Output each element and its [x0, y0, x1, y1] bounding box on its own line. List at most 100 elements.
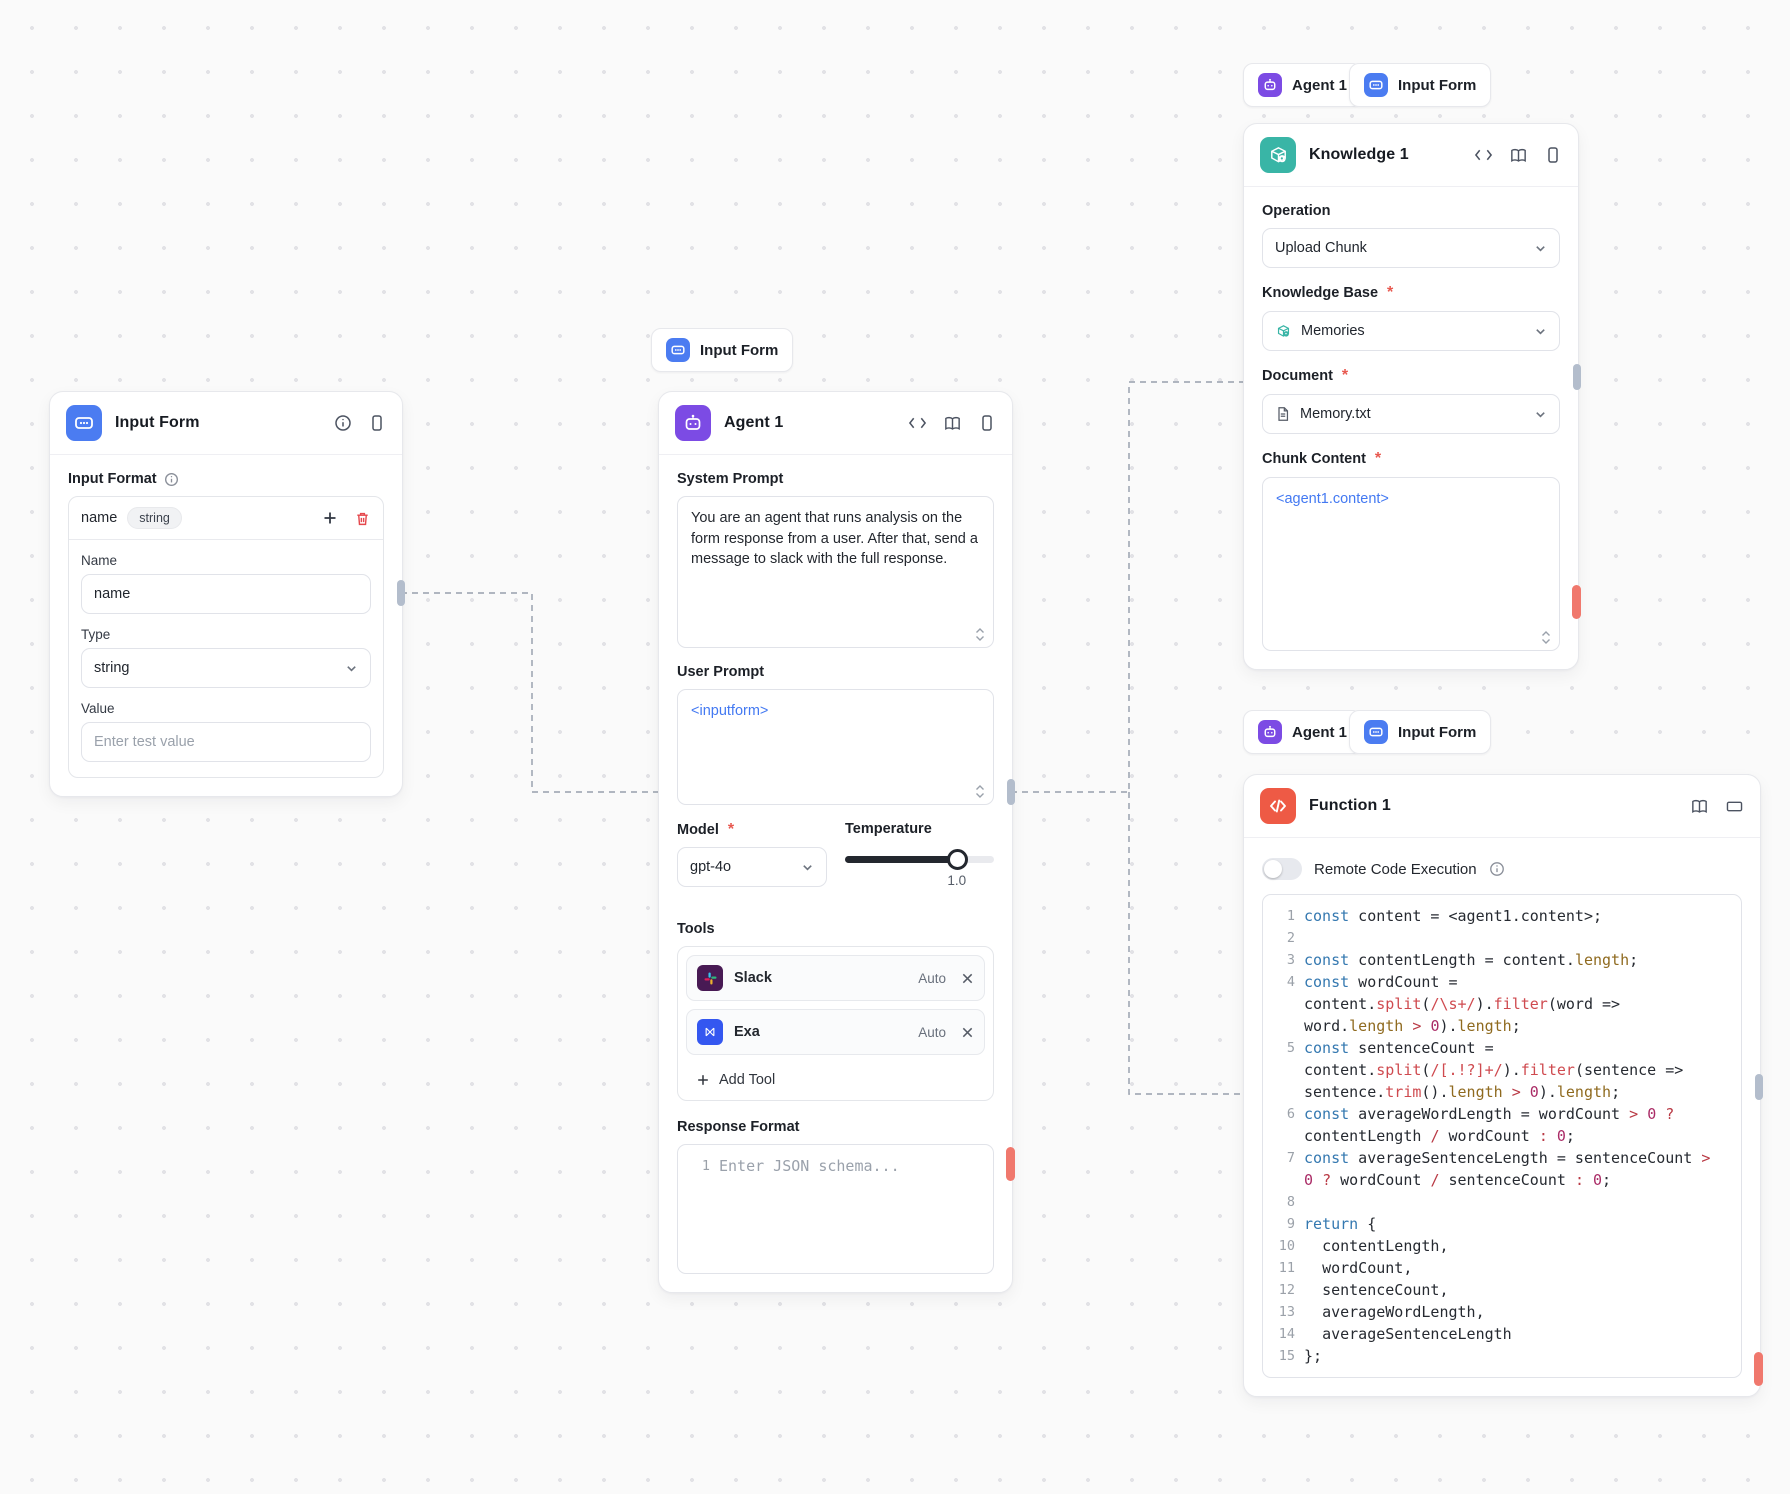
input-form-node-header[interactable]: Input Form [50, 392, 402, 455]
type-select-value: string [94, 660, 130, 676]
agent-icon [1258, 73, 1282, 97]
knowledge-base-select[interactable]: Memories [1262, 311, 1560, 351]
input-form-icon [666, 338, 690, 362]
error-handle[interactable] [1754, 1352, 1763, 1386]
slider-thumb[interactable] [946, 849, 968, 870]
chevron-down-icon [1534, 242, 1547, 255]
resize-icon[interactable] [975, 628, 985, 641]
phone-icon[interactable] [368, 414, 386, 432]
line-number: 8 [1286, 1194, 1295, 1210]
output-handle[interactable] [1007, 779, 1015, 805]
input-form-chip[interactable]: Input Form [1349, 710, 1492, 754]
agent-chip[interactable]: Agent 1 [1243, 63, 1363, 107]
chevron-down-icon [1534, 408, 1547, 421]
book-icon[interactable] [1690, 798, 1709, 815]
chunk-content-value: <agent1.content> [1276, 491, 1389, 507]
operation-value: Upload Chunk [1275, 240, 1367, 256]
response-format-editor[interactable]: 1 Enter JSON schema... [677, 1144, 994, 1274]
code-icon[interactable] [1474, 147, 1493, 163]
user-prompt-textarea[interactable]: <inputform> [677, 689, 994, 805]
value-input[interactable] [81, 722, 371, 762]
model-select[interactable]: gpt-4o [677, 847, 827, 887]
node-title: Function 1 [1309, 797, 1391, 814]
chunk-content-label: Chunk Content [1262, 451, 1366, 467]
slider-fill [845, 856, 957, 863]
remove-tool-icon[interactable] [961, 1026, 974, 1039]
name-input[interactable] [81, 574, 371, 614]
knowledge-base-label: Knowledge Base [1262, 285, 1379, 301]
user-prompt-value: <inputform> [691, 703, 769, 719]
agent-icon [675, 405, 711, 441]
remote-code-toggle[interactable] [1262, 858, 1302, 880]
node-title: Knowledge 1 [1309, 146, 1409, 163]
panel-icon[interactable] [1725, 799, 1744, 814]
book-icon[interactable] [1509, 147, 1528, 164]
agent-node: Agent 1 System Prompt You are an agent t… [658, 391, 1013, 1293]
phone-icon[interactable] [978, 414, 996, 432]
model-select-value: gpt-4o [690, 859, 732, 875]
delete-field-icon[interactable] [354, 510, 371, 527]
chip-label: Agent 1 [1292, 76, 1348, 94]
line-number: 9 [1286, 1216, 1295, 1232]
info-icon[interactable] [164, 472, 179, 487]
chip-label: Agent 1 [1292, 723, 1348, 741]
error-handle[interactable] [1572, 585, 1581, 619]
output-handle[interactable] [397, 580, 405, 606]
line-number: 13 [1278, 1304, 1295, 1320]
add-tool-button[interactable]: Add Tool [686, 1063, 985, 1092]
temperature-slider[interactable]: 1.0 [845, 849, 994, 888]
add-field-icon[interactable] [322, 510, 338, 526]
info-icon[interactable] [334, 414, 352, 432]
node-title: Agent 1 [724, 414, 784, 431]
line-number: 4 [1286, 974, 1295, 990]
required-asterisk: * [1374, 450, 1382, 467]
tools-label: Tools [677, 921, 715, 937]
temperature-label: Temperature [845, 821, 932, 837]
tool-row[interactable]: Exa Auto [686, 1009, 985, 1055]
agent-chip[interactable]: Agent 1 [1243, 710, 1363, 754]
function-node-header[interactable]: Function 1 [1244, 775, 1760, 838]
book-icon[interactable] [943, 415, 962, 432]
output-handle[interactable] [1755, 1074, 1763, 1100]
agent-node-header[interactable]: Agent 1 [659, 392, 1012, 455]
input-format-group: name string Name Type string Value [68, 496, 384, 778]
resize-icon[interactable] [975, 785, 985, 798]
required-asterisk: * [1341, 367, 1349, 384]
line-number: 1 [1286, 908, 1295, 924]
phone-icon[interactable] [1544, 146, 1562, 164]
operation-label: Operation [1262, 203, 1331, 219]
input-form-chip[interactable]: Input Form [651, 328, 794, 372]
chip-label: Input Form [700, 341, 779, 359]
document-select[interactable]: Memory.txt [1262, 394, 1560, 434]
line-number: 3 [1286, 952, 1295, 968]
remove-tool-icon[interactable] [961, 972, 974, 985]
knowledge-node-header[interactable]: Knowledge 1 [1244, 124, 1578, 187]
tool-row[interactable]: Slack Auto [686, 955, 985, 1001]
system-prompt-textarea[interactable]: You are an agent that runs analysis on t… [677, 496, 994, 648]
tool-mode[interactable]: Auto [918, 970, 946, 986]
plus-icon [698, 1075, 708, 1085]
document-label: Document [1262, 368, 1333, 384]
required-asterisk: * [727, 821, 735, 838]
code-icon[interactable] [908, 415, 927, 431]
resize-icon[interactable] [1541, 631, 1551, 644]
response-placeholder: Enter JSON schema... [719, 1157, 900, 1175]
output-handle[interactable] [1573, 364, 1581, 390]
tool-mode[interactable]: Auto [918, 1024, 946, 1040]
field-type-badge: string [127, 507, 182, 529]
info-icon[interactable] [1489, 861, 1505, 877]
input-form-icon [1364, 720, 1388, 744]
error-handle[interactable] [1006, 1147, 1015, 1181]
model-label: Model [677, 822, 719, 838]
input-form-chip[interactable]: Input Form [1349, 63, 1492, 107]
slider-track [845, 856, 994, 863]
operation-select[interactable]: Upload Chunk [1262, 228, 1560, 268]
chunk-content-textarea[interactable]: <agent1.content> [1262, 477, 1560, 651]
chip-label: Input Form [1398, 723, 1477, 741]
type-select[interactable]: string [81, 648, 371, 688]
